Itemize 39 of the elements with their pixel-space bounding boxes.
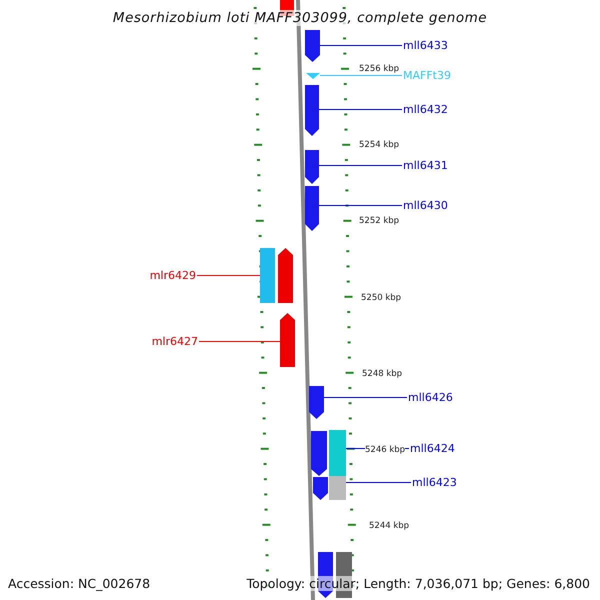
gene-glyph <box>305 186 319 231</box>
gene-label: mll6426 <box>408 391 453 404</box>
gene-glyph <box>305 30 320 62</box>
gene-glyph <box>309 386 324 419</box>
gene-label: mll6432 <box>403 103 448 116</box>
footer-text: Topology: circular; Length: 7,036,071 bp; Genes: 6,800 <box>246 576 590 591</box>
gene-label: mll6423 <box>412 476 457 489</box>
gene-glyph <box>305 85 319 136</box>
tick-label: 5250 kbp <box>361 293 402 303</box>
leader-line <box>198 341 280 342</box>
gene-glyph <box>280 313 295 367</box>
leader-line <box>318 165 402 166</box>
tick-label: 5254 kbp <box>359 140 400 150</box>
gene-label: mlr6427 <box>152 335 198 348</box>
tick-label: 5256 kbp <box>359 64 400 74</box>
tick-label: 5246 kbp <box>365 445 406 455</box>
gene-label: mll6431 <box>403 159 448 172</box>
title: Mesorhizobium loti MAFF303099, complete genome <box>112 10 488 26</box>
gene-glyph <box>313 476 346 500</box>
gene-label: mll6430 <box>403 199 448 212</box>
gene-label: mll6433 <box>403 39 448 52</box>
gene-glyph <box>311 430 346 476</box>
leader-line <box>196 275 260 276</box>
tick-label: 5252 kbp <box>359 216 400 226</box>
leader-line <box>346 482 412 483</box>
gene-triangle <box>306 73 320 79</box>
leader-line <box>320 45 402 46</box>
tick-label: 5248 kbp <box>362 369 402 379</box>
leader-line <box>324 397 408 398</box>
leader-line <box>320 75 402 76</box>
gene-label: MAFFt39 <box>403 69 451 82</box>
gene-glyph <box>260 248 293 303</box>
footer-text: Accession: NC_002678 <box>8 576 150 591</box>
leader-line <box>318 205 402 206</box>
gene-label: mll6424 <box>410 442 455 455</box>
tick-label: 5244 kbp <box>369 521 410 531</box>
gene-label: mlr6429 <box>150 269 196 282</box>
gene-glyph <box>305 150 319 184</box>
leader-line <box>318 109 402 110</box>
